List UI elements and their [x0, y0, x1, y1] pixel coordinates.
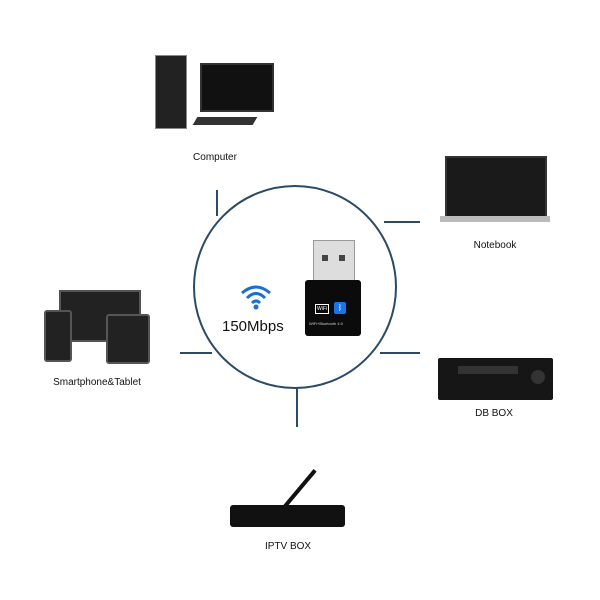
- notebook-image: [440, 156, 550, 224]
- iptv-label: IPTV BOX: [264, 541, 312, 552]
- bluetooth-icon: ᛒ: [334, 302, 346, 314]
- usb-connector: [313, 240, 355, 282]
- dongle-text: WiFi+Bluetooth 4.0: [309, 321, 343, 326]
- connector-smartphone: [180, 352, 212, 354]
- iptv-box-image: [230, 455, 345, 530]
- speed-label: 150Mbps: [222, 318, 284, 335]
- computer-label: Computer: [193, 152, 237, 163]
- notebook-label: Notebook: [473, 240, 517, 251]
- dbbox-label: DB BOX: [475, 408, 513, 419]
- connector-iptv: [296, 387, 298, 427]
- connector-dbbox: [380, 352, 420, 354]
- connector-notebook: [384, 221, 420, 223]
- wifi-icon: [241, 285, 271, 310]
- smartphone-tablet-label: Smartphone&Tablet: [53, 377, 141, 388]
- center-circle: [193, 185, 397, 389]
- dbbox-image: [438, 358, 553, 400]
- wifi-badge: WiFi: [315, 304, 329, 314]
- usb-dongle: WiFi ᛒ WiFi+Bluetooth 4.0: [305, 240, 361, 336]
- smartphone-tablet-image: [44, 290, 154, 365]
- connector-computer: [216, 190, 218, 216]
- computer-image: [155, 55, 280, 135]
